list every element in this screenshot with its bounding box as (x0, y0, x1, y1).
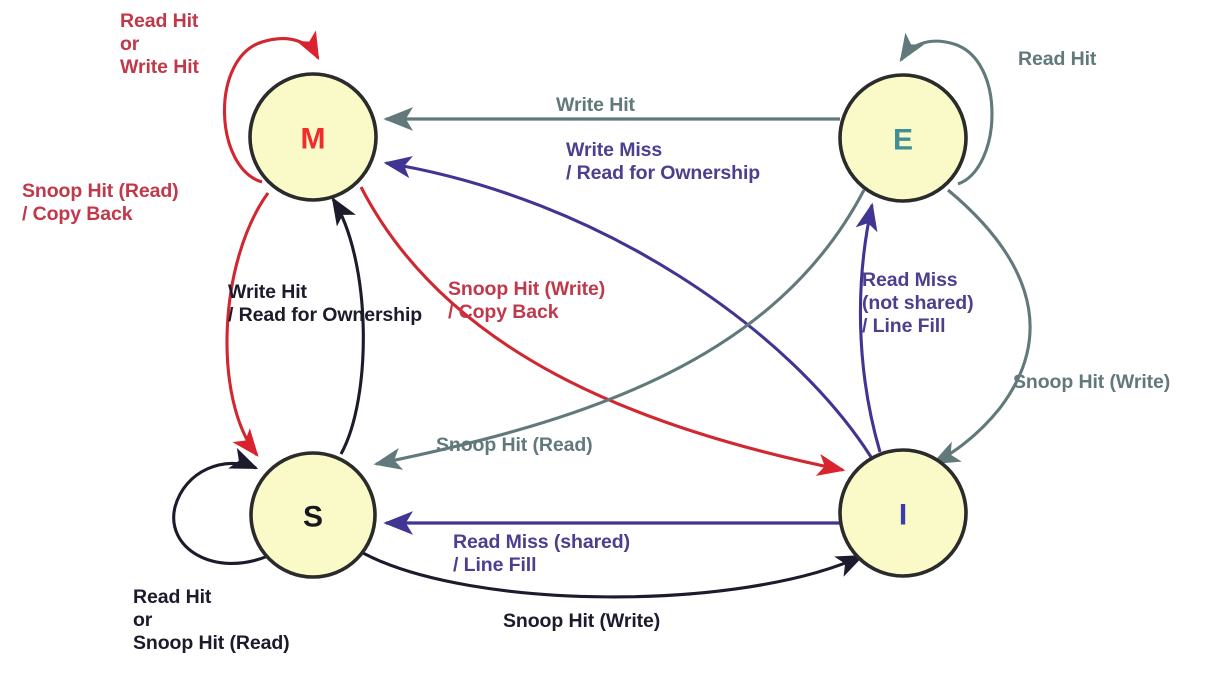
node-i[interactable]: I (838, 448, 968, 578)
node-m-circle[interactable] (248, 72, 378, 202)
node-s[interactable]: S (249, 451, 377, 579)
node-i-label: I (899, 499, 907, 532)
node-layer: M E S I (248, 72, 968, 579)
node-i-circle[interactable] (838, 448, 968, 578)
label-m-to-s: Snoop Hit (Read) / Copy Back (22, 180, 179, 225)
node-m[interactable]: M (248, 72, 378, 202)
node-e-circle[interactable] (838, 73, 968, 203)
node-s-circle[interactable] (249, 451, 377, 579)
label-i-to-s: Read Miss (shared) / Line Fill (453, 531, 631, 576)
label-s-to-i: Snoop Hit (Write) (503, 610, 661, 632)
node-e[interactable]: E (838, 73, 968, 203)
edge-e-to-i (931, 188, 1032, 465)
label-s-to-m: Write Hit / Read for Ownership (228, 281, 423, 326)
edge-e-to-s (373, 189, 866, 470)
node-e-label: E (893, 124, 913, 157)
edge-s-self (172, 447, 269, 565)
label-m-self: Read Hit or Write Hit (120, 10, 199, 78)
label-m-to-i: Snoop Hit (Write) / Copy Back (448, 278, 606, 323)
label-s-self: Read Hit or Snoop Hit (Read) (133, 586, 290, 654)
edge-s-to-i (362, 551, 865, 599)
edge-layer (172, 30, 1032, 599)
edge-m-self (223, 30, 320, 184)
node-m-label: M (301, 123, 326, 156)
label-e-self: Read Hit (1018, 48, 1097, 70)
edge-m-to-s (225, 192, 270, 457)
label-e-to-i: Snoop Hit (Write) (1013, 371, 1171, 393)
label-e-to-m: Write Hit (556, 94, 635, 116)
label-i-to-e: Read Miss (not shared) / Line Fill (862, 269, 974, 337)
edge-e-self (899, 32, 994, 186)
edge-s-to-m (331, 196, 365, 455)
edge-m-to-i (359, 186, 846, 476)
label-i-to-m: Write Miss / Read for Ownership (566, 139, 761, 184)
edge-i-to-m (383, 156, 873, 458)
edge-i-to-e (855, 202, 882, 453)
label-e-to-s: Snoop Hit (Read) (436, 434, 593, 456)
node-s-label: S (303, 501, 323, 534)
